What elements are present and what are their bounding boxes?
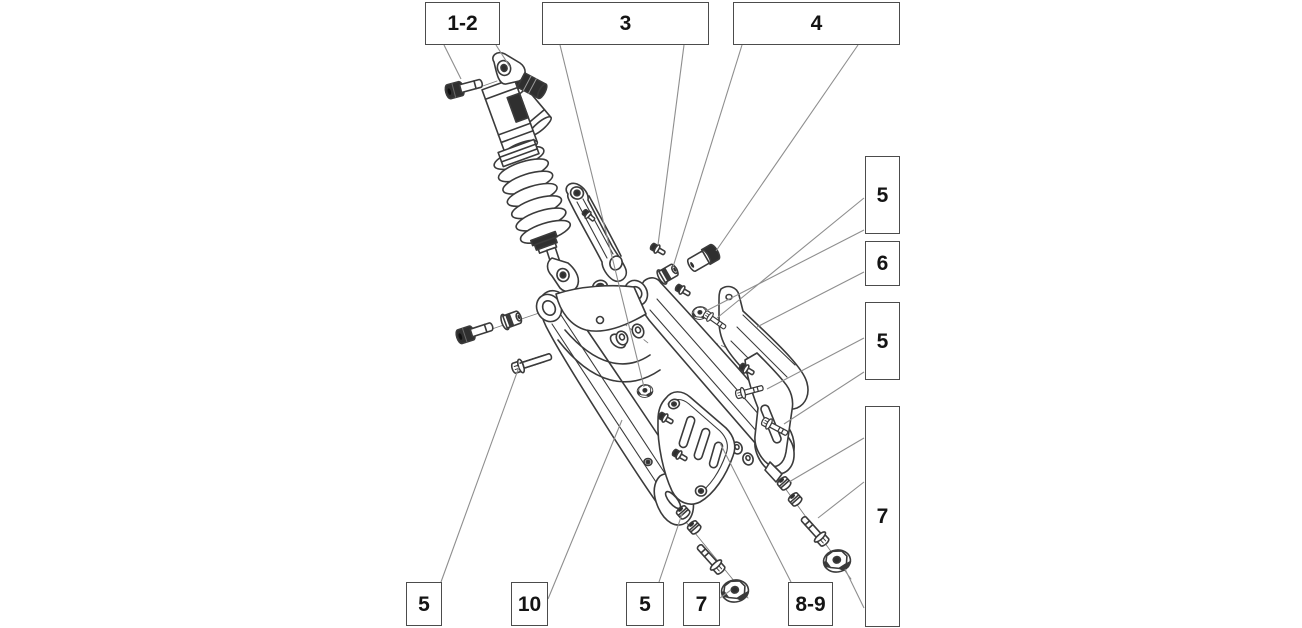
callout-8-9: 8-9 — [788, 582, 833, 626]
flange-nut — [821, 547, 853, 575]
leader-line-5 — [766, 337, 865, 390]
leader-line-1-2 — [495, 44, 511, 68]
washer — [685, 518, 703, 537]
flange-nut — [719, 577, 751, 605]
callout-4: 4 — [733, 2, 900, 45]
callout-5-mid: 5 — [865, 302, 900, 380]
callout-6: 6 — [865, 241, 900, 286]
leader-line-5 — [440, 366, 520, 583]
leader-line-5 — [658, 513, 683, 583]
pivot-bolt — [453, 318, 496, 346]
callout-5-upper: 5 — [865, 156, 900, 234]
axle-adjuster-bolt — [692, 540, 729, 578]
chain-guide-block — [657, 391, 736, 505]
callout-7-right: 7 — [865, 406, 900, 627]
callout-10: 10 — [511, 582, 548, 626]
leader-line-7 — [817, 481, 865, 519]
leader-line-7 — [719, 589, 732, 599]
callout-1-2: 1-2 — [425, 2, 500, 45]
leader-line-6 — [756, 271, 865, 328]
leader-line-7 — [844, 568, 865, 609]
frame-flange-bolt — [509, 350, 553, 377]
pivot-bushing — [498, 307, 525, 332]
flange-screw — [673, 281, 693, 300]
callout-5-bottom-mid: 5 — [626, 582, 664, 626]
leader-line-3 — [559, 44, 645, 388]
leader-line-5 — [783, 371, 865, 425]
leader-line-4 — [672, 44, 743, 268]
flange-nut-small — [635, 383, 655, 399]
leader-line-4 — [715, 44, 859, 252]
leader-lines — [440, 44, 865, 609]
rear-shock-absorber — [481, 51, 580, 293]
coil-spring — [493, 145, 572, 244]
leader-line-8-9 — [719, 442, 792, 583]
leader-line-5 — [716, 197, 865, 319]
shock-linkage-arm — [565, 182, 628, 295]
leader-line-3 — [657, 44, 685, 246]
callout-3: 3 — [542, 2, 709, 45]
axle-adjuster-bolt — [796, 512, 833, 550]
shock-mount-bolt — [443, 75, 485, 101]
callout-5-bottom-left: 5 — [406, 582, 442, 626]
leader-line-7 — [788, 437, 865, 483]
callout-7-bottom: 7 — [683, 582, 720, 626]
spacer-sleeve — [684, 242, 723, 275]
leader-line-5 — [705, 229, 865, 312]
leader-line-1-2 — [443, 44, 462, 80]
leader-line-10 — [547, 419, 623, 600]
